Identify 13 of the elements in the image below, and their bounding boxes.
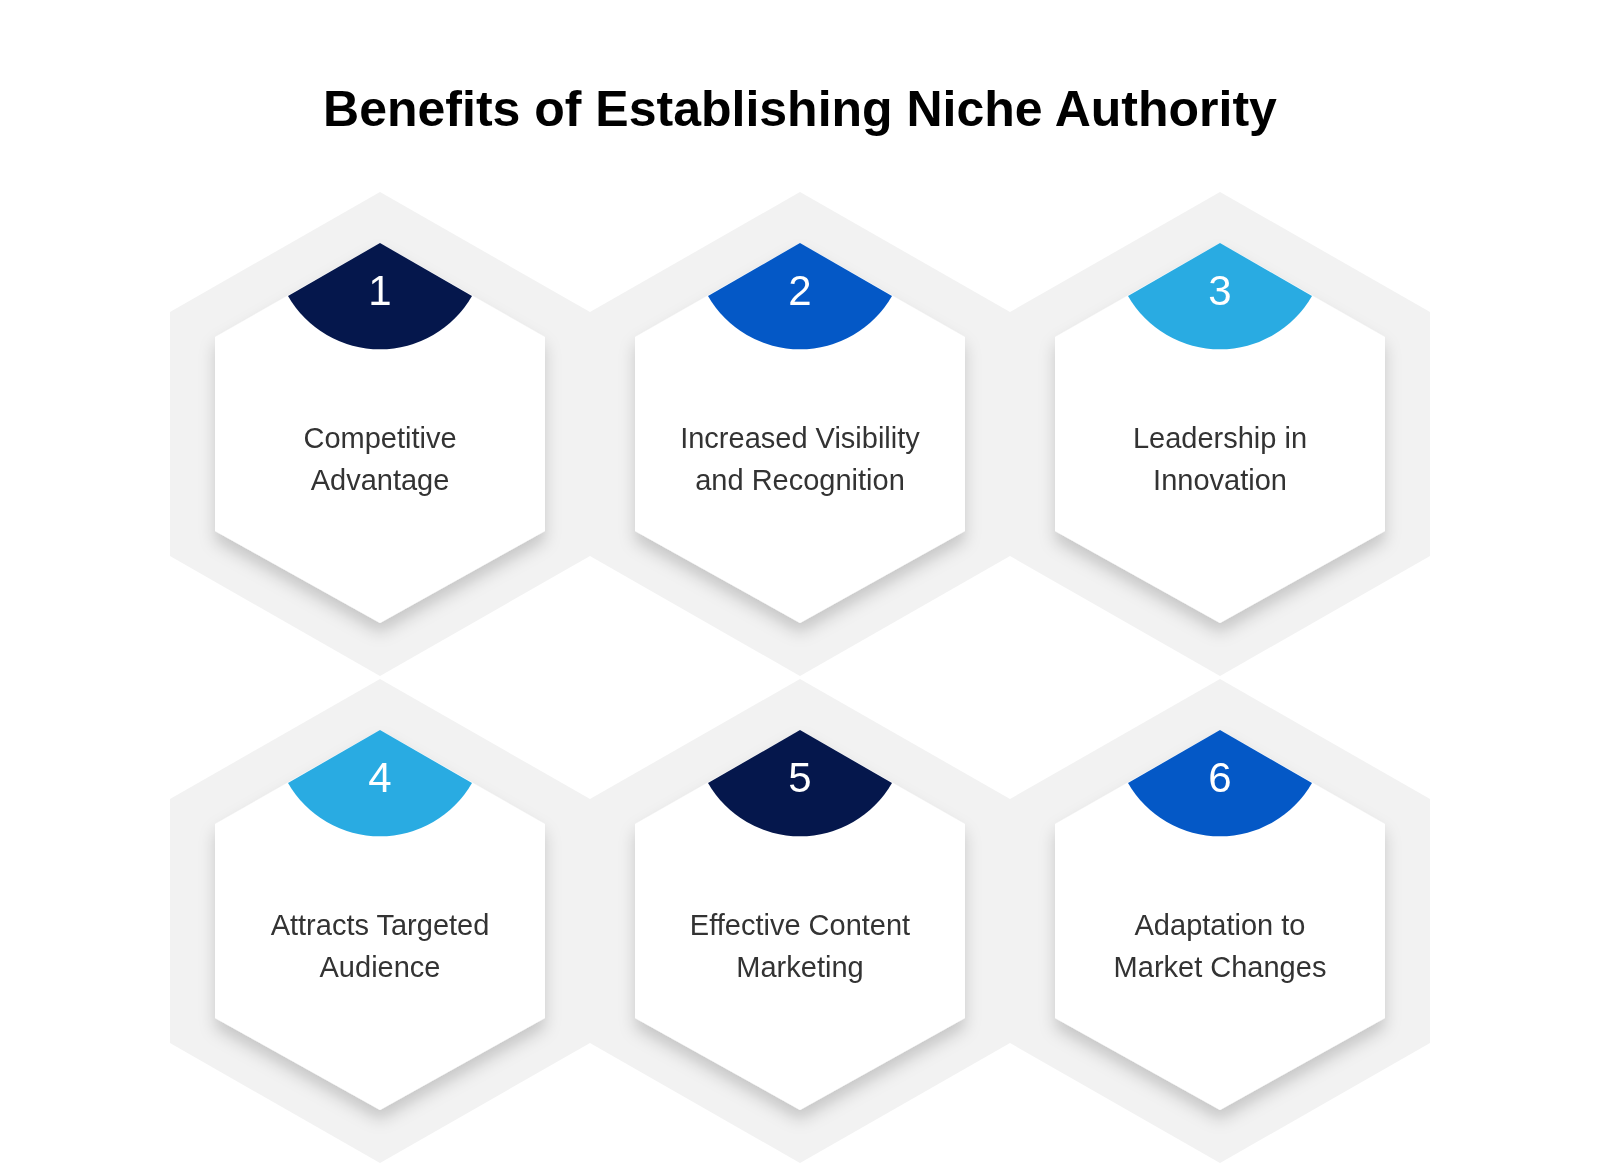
step-number: 5 xyxy=(787,757,813,799)
benefit-label: Competitive Advantage xyxy=(302,421,458,498)
step-number: 1 xyxy=(367,270,393,312)
title: Benefits of Establishing Niche Authority xyxy=(323,80,1277,139)
step-number: 3 xyxy=(1207,270,1233,312)
benefit-label: Attracts Targeted Audience xyxy=(269,908,491,985)
benefit-label: Adaptation to Market Changes xyxy=(1112,908,1328,985)
step-number: 6 xyxy=(1207,757,1233,799)
step-number: 4 xyxy=(367,757,393,799)
benefit-label: Leadership in Innovation xyxy=(1131,421,1309,498)
benefit-label: Effective Content Marketing xyxy=(688,908,912,985)
step-number: 2 xyxy=(787,270,813,312)
benefit-label: Increased Visibility and Recognition xyxy=(679,421,921,498)
